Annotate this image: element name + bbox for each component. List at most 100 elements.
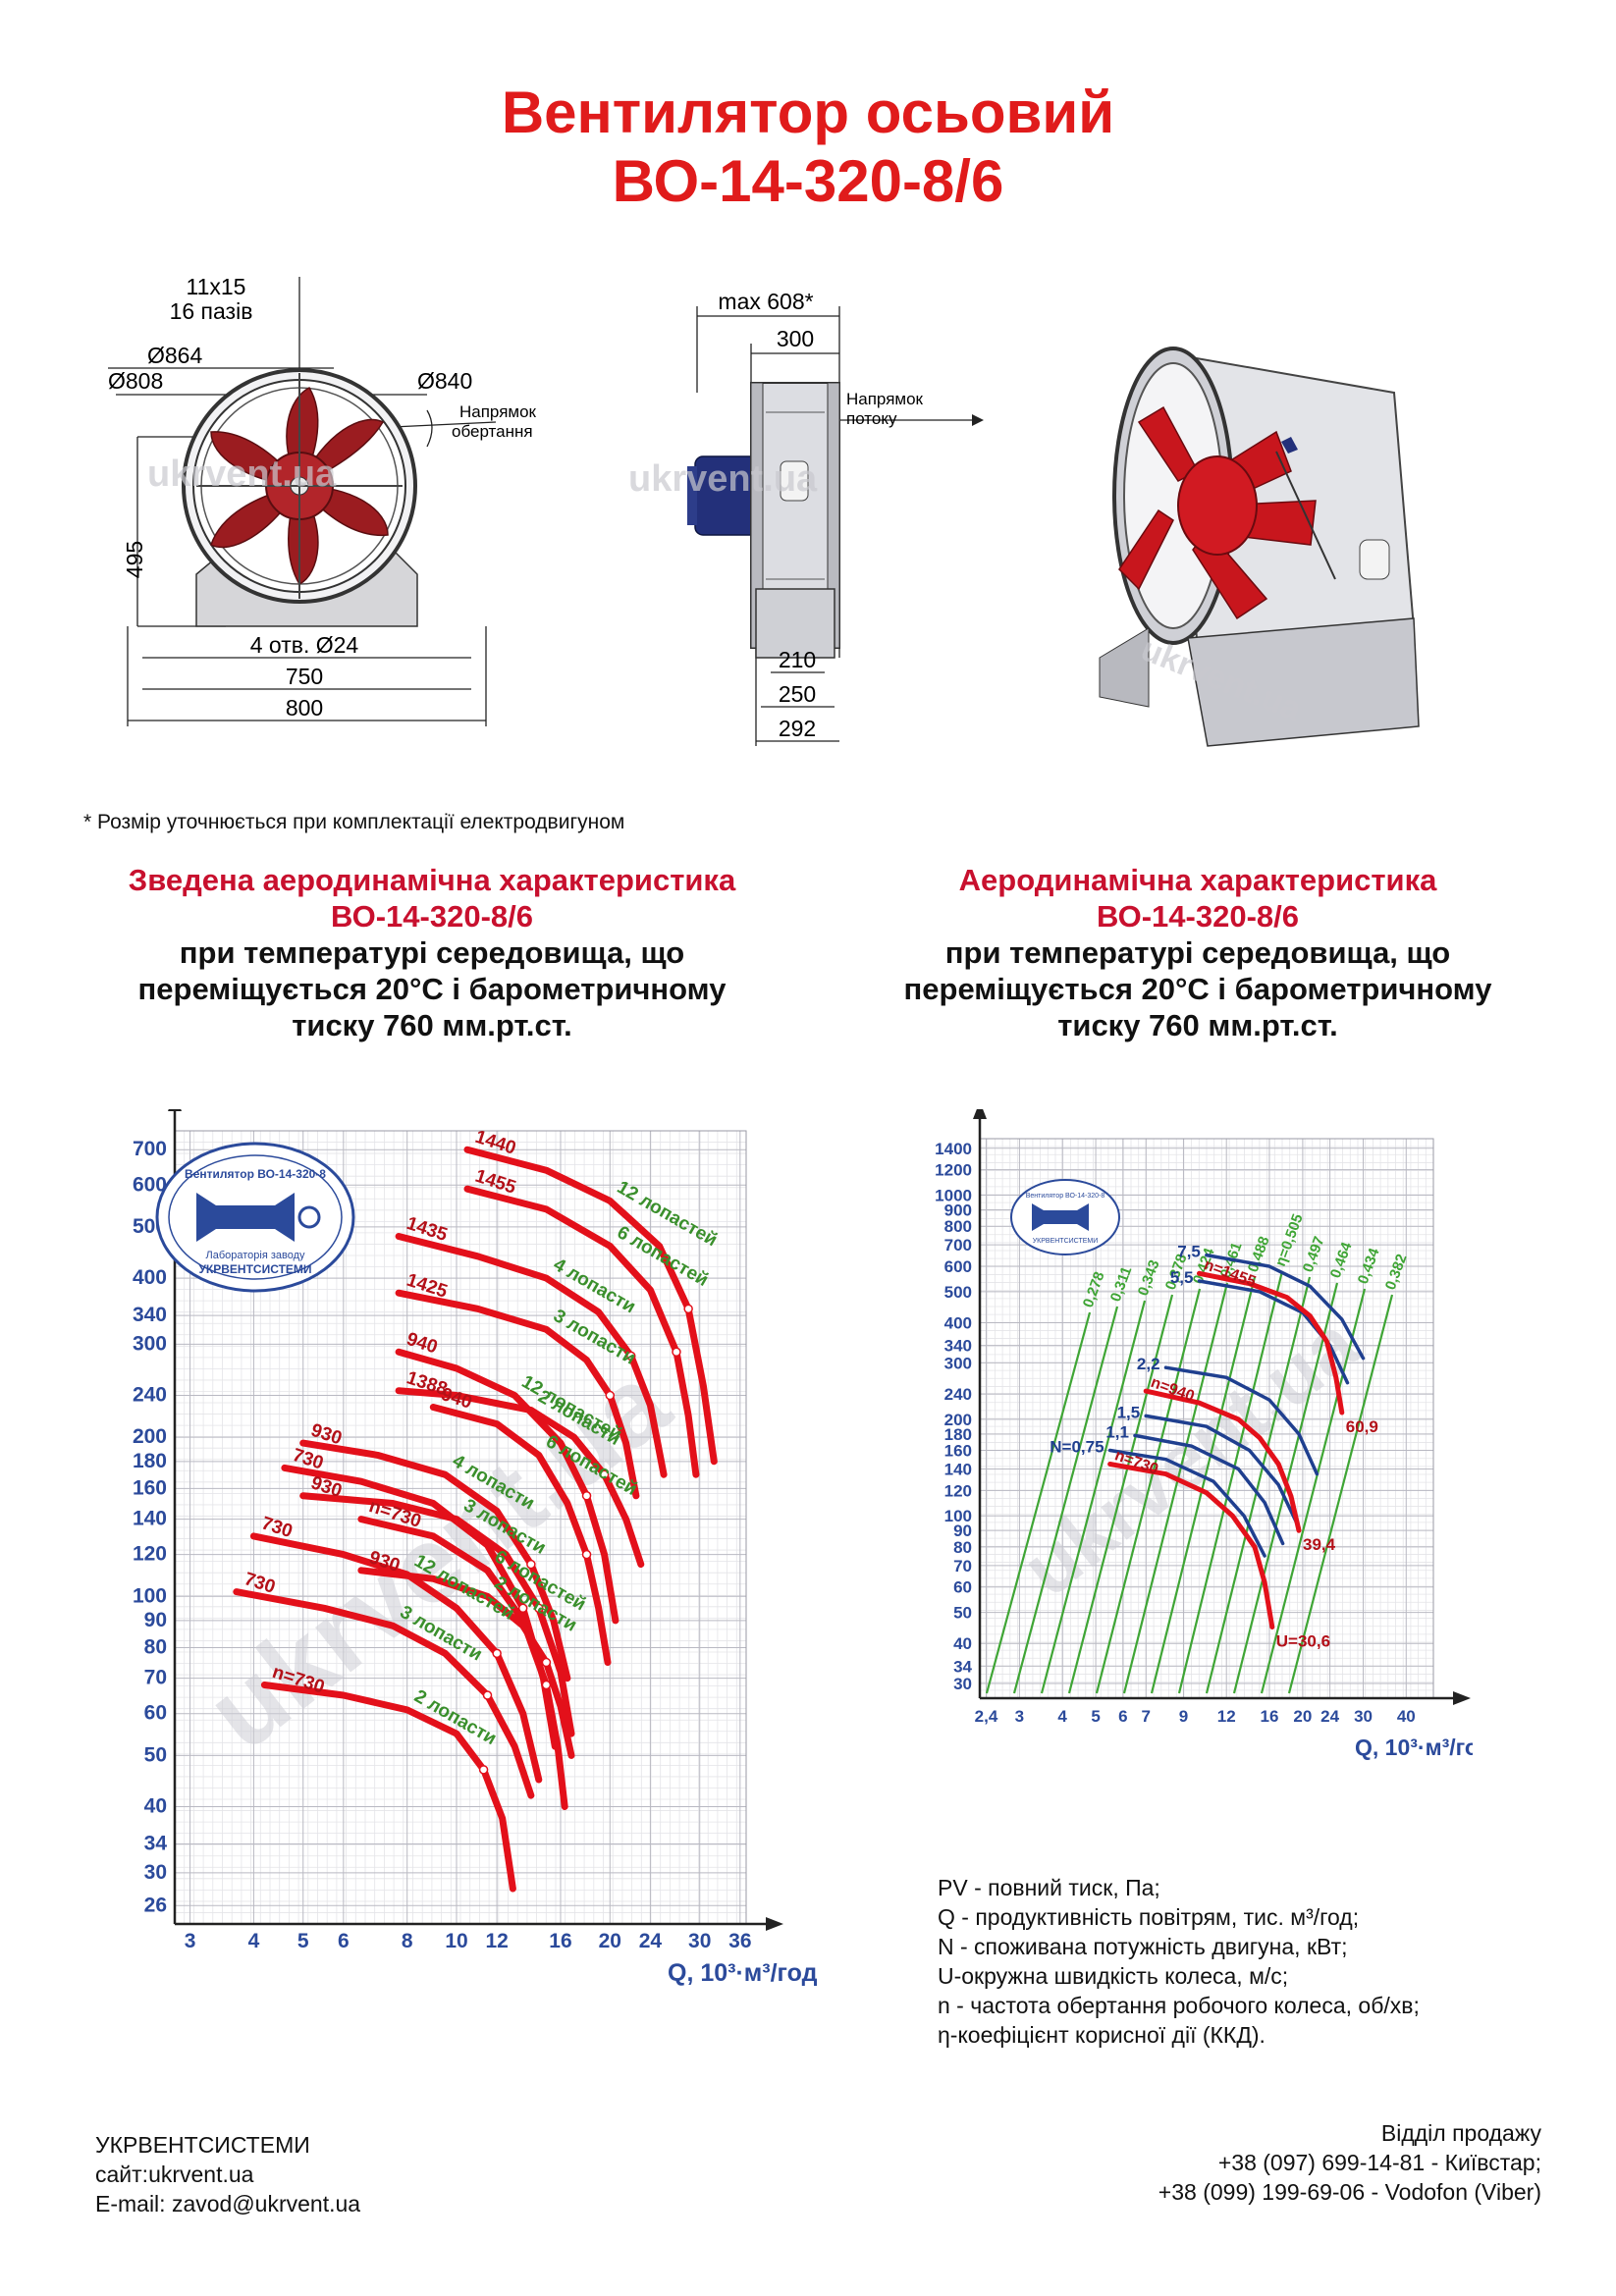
rotation-label-1: Напрямок (459, 402, 537, 421)
right-header-line2: ВО-14-320-8/6 (1097, 899, 1299, 934)
stamp-line3: УКРВЕНТСИСТЕМИ (198, 1262, 311, 1276)
x-tick-label: 12 (485, 1930, 508, 1952)
rpm-curve (395, 1387, 645, 1569)
footer-company: УКРВЕНТСИСТЕМИ сайт:ukrvent.ua E-mail: z… (95, 2130, 360, 2218)
efficiency-line (1095, 1288, 1202, 1694)
efficiency-label: 0,278 (1080, 1269, 1108, 1309)
footer-sales: Відділ продажу +38 (097) 699-14-81 - Киї… (1158, 2118, 1541, 2207)
y-tick-label: 700 (133, 1138, 167, 1160)
fan-3d-drawing: ukrvent.ua (1099, 347, 1420, 747)
y-tick-label: 700 (944, 1236, 972, 1255)
x-tick-label: 20 (599, 1930, 621, 1952)
y-tick-label: 200 (133, 1425, 167, 1448)
rpm-curve (463, 1146, 718, 1466)
power-curve (1107, 1448, 1266, 1558)
y-tick-label: 180 (944, 1425, 972, 1444)
width-800-label: 800 (286, 695, 323, 721)
right-header-line4: переміщується 20°С і барометричному (903, 972, 1492, 1006)
slots-count-label: 16 пазів (170, 298, 253, 324)
diameter-864-label: Ø864 (147, 343, 202, 368)
rpm-curve (357, 1567, 575, 1759)
company-site[interactable]: сайт:ukrvent.ua (95, 2162, 254, 2187)
sales-phone-kyivstar[interactable]: +38 (097) 699-14-81 - Київстар; (1217, 2150, 1541, 2175)
x-tick-label: 20 (1293, 1707, 1312, 1726)
x-tick-label: 8 (402, 1930, 413, 1952)
y-tick-label: 900 (944, 1201, 972, 1219)
x-tick-label: 4 (248, 1930, 260, 1952)
diameter-808-label: Ø808 (108, 368, 163, 394)
efficiency-label: 0,497 (1300, 1234, 1328, 1274)
y-tick-label: 300 (133, 1332, 167, 1355)
y-tick-label: 34 (144, 1833, 168, 1855)
x-tick-label: 10 (445, 1930, 467, 1952)
efficiency-line (1040, 1300, 1147, 1694)
right-header-line5: тиску 760 мм.рт.ст. (1057, 1008, 1338, 1042)
stamp-line2: Лабораторія заводу (205, 1250, 305, 1261)
sales-title: Відділ продажу (1380, 2120, 1541, 2146)
curve-marker (517, 1603, 528, 1614)
power-curve (1163, 1365, 1320, 1476)
holes-label: 4 отв. Ø24 (250, 632, 359, 658)
width-750-label: 750 (286, 664, 323, 689)
efficiency-line (1150, 1276, 1257, 1694)
x-tick-label: 24 (1320, 1707, 1339, 1726)
left-header-line5: тиску 760 мм.рт.ст. (292, 1008, 572, 1042)
rpm-curve (463, 1185, 700, 1478)
curve-marker (626, 1351, 636, 1362)
y-tick-label: 120 (133, 1543, 167, 1566)
stamp-small-line3: УКРВЕНТСИСТЕМИ (1033, 1238, 1099, 1245)
efficiency-label: η=0,505 (1272, 1211, 1307, 1268)
rpm-curve (299, 1492, 575, 1737)
power-curve (1205, 1253, 1366, 1361)
x-tick-label: 2,4 (975, 1707, 998, 1726)
efficiency-line (1287, 1294, 1394, 1694)
power-label: 5,5 (1170, 1268, 1194, 1287)
curve-marker (541, 1680, 552, 1690)
width-210-label: 210 (779, 647, 816, 672)
x-tick-label: 3 (185, 1930, 196, 1952)
y-tick-label: 340 (133, 1304, 167, 1326)
company-name: УКРВЕНТСИСТЕМИ (95, 2132, 310, 2158)
company-email[interactable]: E-mail: zavod@ukrvent.ua (95, 2191, 361, 2216)
rpm-curve (260, 1682, 516, 1893)
x-tick-label: 5 (297, 1930, 309, 1952)
x-tick-label: 24 (639, 1930, 663, 1952)
curve-marker (599, 1469, 610, 1479)
power-label: 2,2 (1137, 1355, 1160, 1373)
efficiency-label: 0,488 (1245, 1234, 1273, 1274)
legend-pv: PV - повний тиск, Па; (938, 1875, 1160, 1900)
stamp-small-line1: Вентилятор ВО-14-320-8 (1026, 1193, 1105, 1200)
x-tick-label: 36 (728, 1930, 751, 1952)
watermark-side: ukrvent.ua (628, 458, 818, 500)
y-tick-label: 50 (144, 1743, 167, 1766)
peripheral-speed-label: U=30,6 (1276, 1632, 1330, 1651)
width-250-label: 250 (779, 681, 816, 707)
x-axis-label: Q, 10³·м³/год (1355, 1735, 1473, 1760)
y-tick-label: 300 (944, 1354, 972, 1372)
x-tick-label: 6 (338, 1930, 350, 1952)
y-tick-label: 70 (144, 1667, 167, 1689)
y-tick-label: 90 (953, 1522, 972, 1540)
curve-marker (492, 1648, 502, 1659)
efficiency-line (1067, 1294, 1174, 1694)
y-tick-label: 400 (133, 1266, 167, 1289)
curve-marker (534, 1603, 544, 1614)
y-tick-label: 34 (953, 1657, 972, 1676)
y-tick-label: 160 (944, 1442, 972, 1461)
y-axis-arrow (168, 1109, 182, 1111)
y-tick-label: 240 (944, 1385, 972, 1404)
max-608-label: max 608* (718, 289, 813, 314)
y-tick-label: 800 (944, 1217, 972, 1236)
y-tick-label: 40 (953, 1634, 972, 1653)
curve-marker (672, 1347, 681, 1358)
lab-stamp-small: Вентилятор ВО-14-320-8 УКРВЕНТСИСТЕМИ (1010, 1179, 1120, 1255)
rpm-curve (429, 1404, 612, 1666)
y-tick-label: 500 (944, 1283, 972, 1302)
legend-eff: η-коефіцієнт корисної дії (ККД). (938, 2022, 1266, 2048)
speed-curve (1197, 1270, 1345, 1415)
y-axis-arrow (973, 1109, 987, 1119)
lab-stamp: Вентилятор ВО-14-320-8 Лабораторія завод… (155, 1142, 355, 1293)
sales-phone-vodafone[interactable]: +38 (099) 199-69-06 - Vodofon (Viber) (1158, 2179, 1541, 2205)
